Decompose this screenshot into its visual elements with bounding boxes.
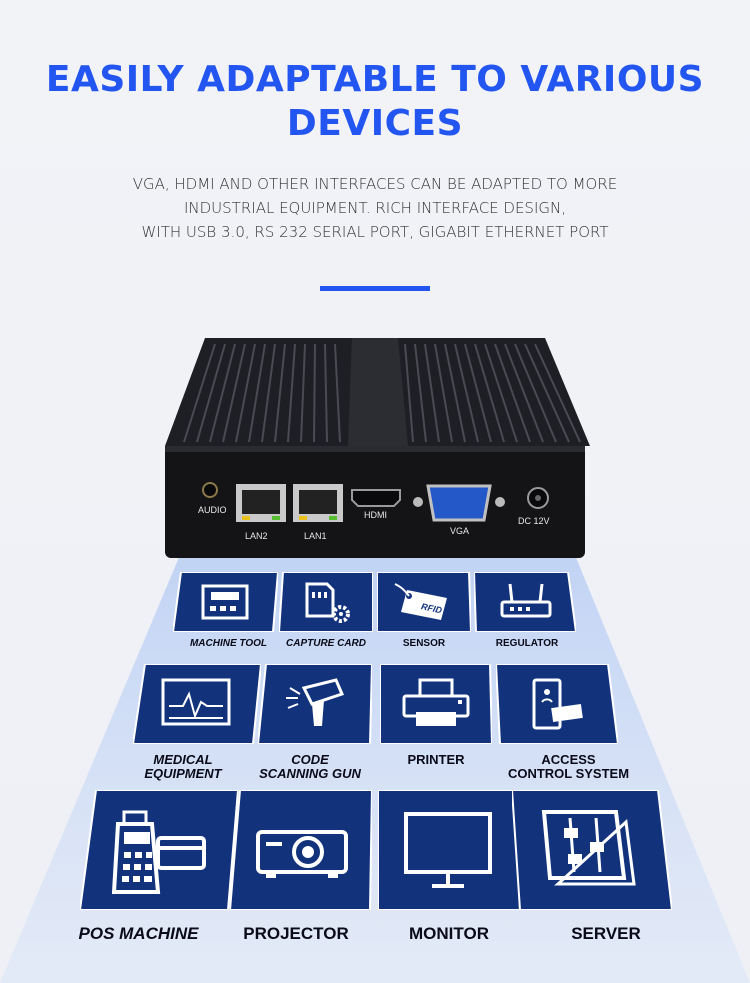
tile-frame [173, 572, 278, 632]
label-line-1: MEDICAL [153, 752, 213, 767]
page-subtitle: VGA, HDMI AND OTHER INTERFACES CAN BE AD… [0, 172, 750, 244]
tile-frame [380, 664, 492, 744]
app-label-medical-equipment: MEDICAL EQUIPMENT [128, 753, 238, 781]
title-line-2: DEVICES [286, 103, 464, 144]
page-title: EASILY ADAPTABLE TO VARIOUS DEVICES [0, 58, 750, 146]
rfid-tag-text: RFID [420, 601, 443, 615]
mini-pc-device [165, 338, 590, 558]
app-tile-medical-equipment [133, 664, 261, 744]
app-label-machine-tool: MACHINE TOOL [189, 638, 268, 649]
app-tile-regulator [474, 572, 576, 632]
pos-terminal-icon [112, 810, 206, 894]
rfid-tag-icon: RFID [394, 583, 447, 620]
machine-tool-icon [201, 584, 249, 620]
server-icon [541, 810, 636, 886]
app-tile-capture-card [279, 572, 373, 632]
label-line-1: PRINTER [407, 752, 465, 767]
app-tile-printer [380, 664, 492, 744]
app-label-pos-machine: POS MACHINE [78, 924, 199, 943]
app-tile-server [512, 790, 672, 910]
title-divider [320, 286, 430, 291]
monitor-icon [404, 812, 492, 888]
tile-frame [378, 790, 520, 910]
app-tile-projector [230, 790, 372, 910]
app-label-code-scanning-gun: CODE SCANNING GUN [250, 753, 370, 781]
label-line-2: EQUIPMENT [144, 766, 222, 781]
router-icon [500, 583, 552, 618]
app-label-access-control: ACCESS CONTROL SYSTEM [496, 753, 641, 781]
app-tile-sensor: RFID [377, 572, 471, 632]
label-line-1: ACCESS [541, 752, 596, 767]
app-label-sensor: SENSOR [402, 638, 446, 649]
barcode-scanner-icon [286, 678, 345, 726]
app-tile-machine-tool [173, 572, 278, 632]
subtitle-line-3: WITH USB 3.0, RS 232 SERIAL PORT, GIGABI… [141, 223, 609, 241]
port-label-lan2: LAN2 [245, 531, 268, 541]
port-label-vga: VGA [450, 526, 470, 536]
medical-monitor-icon [161, 678, 231, 726]
printer-icon [402, 678, 470, 726]
port-label-hdmi: HDMI [364, 510, 387, 520]
projector-icon [256, 830, 348, 878]
port-label-audio: AUDIO [198, 505, 227, 515]
app-tile-monitor [378, 790, 520, 910]
app-label-server: SERVER [571, 924, 641, 943]
tile-frame [496, 664, 618, 744]
tile-frame [279, 572, 373, 632]
app-label-projector: PROJECTOR [243, 924, 349, 943]
app-tile-code-scanning-gun [258, 664, 372, 744]
title-line-1: EASILY ADAPTABLE TO VARIOUS [45, 59, 705, 100]
tile-frame [230, 790, 372, 910]
port-label-dc: DC 12V [518, 516, 550, 526]
app-tile-access-control [496, 664, 618, 744]
card-reader-icon [532, 678, 583, 730]
label-line-2: SCANNING GUN [259, 766, 361, 781]
app-label-capture-card: CAPTURE CARD [286, 638, 366, 649]
app-tile-pos-machine [80, 790, 238, 910]
app-label-regulator: REGULATOR [495, 638, 559, 649]
app-label-printer: PRINTER [380, 753, 492, 767]
label-line-1: CODE [291, 752, 329, 767]
app-label-monitor: MONITOR [409, 924, 489, 943]
subtitle-line-1: VGA, HDMI AND OTHER INTERFACES CAN BE AD… [132, 175, 618, 193]
port-label-lan1: LAN1 [304, 531, 327, 541]
label-line-2: CONTROL SYSTEM [507, 766, 630, 781]
subtitle-line-2: INDUSTRIAL EQUIPMENT. RICH INTERFACE DES… [183, 199, 566, 217]
capture-card-icon [305, 582, 350, 623]
